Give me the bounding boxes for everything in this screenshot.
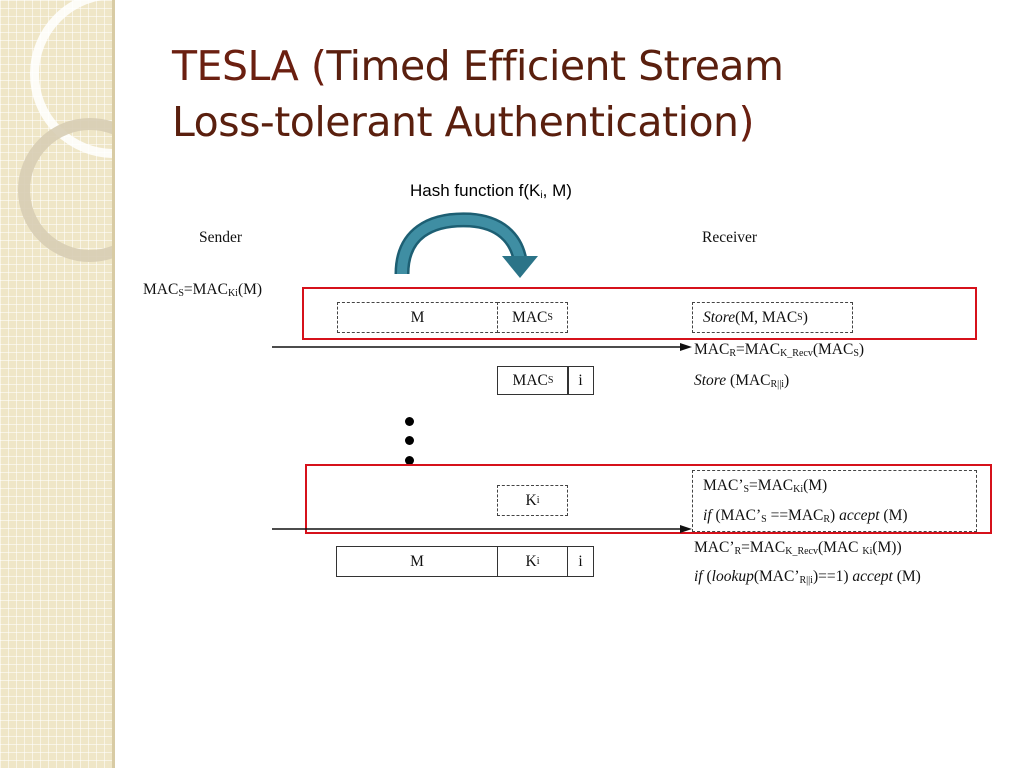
title-part: Loss-tolerant Authentication <box>172 98 739 146</box>
title-part: ) <box>738 98 755 146</box>
slide-title: TESLA (Timed Efficient Stream Loss-toler… <box>172 38 992 150</box>
hash-function-label: Hash function f(Ki, M) <box>410 181 572 201</box>
transmission-arrow <box>272 525 692 533</box>
receiver-verify-box: MAC’S=MACKi(M) if (MAC’S ==MACR) accept … <box>692 470 977 532</box>
receiver-formula: MAC’S=MACKi(M) <box>703 477 828 495</box>
ellipsis-dot <box>405 417 414 426</box>
highlight-box <box>302 287 977 340</box>
highlight-box <box>305 464 992 534</box>
receiver-formula: MACR=MACK_Recv(MACS) <box>694 341 865 359</box>
ellipsis-dot <box>405 436 414 445</box>
sender-label: Sender <box>199 229 243 246</box>
receiver-formula: if (lookup(MAC’R||i)==1) accept (M) <box>694 568 921 586</box>
packet-field-m: M <box>336 546 498 577</box>
receiver-formula: if (MAC’S ==MACR) accept (M) <box>703 507 908 525</box>
title-part: Timed Efficient Stream <box>326 42 784 90</box>
receiver-label: Receiver <box>702 229 758 246</box>
sidebar-divider <box>112 0 115 768</box>
packet-field-index: i <box>567 546 594 577</box>
decorative-ring <box>18 118 112 262</box>
curved-arrow-icon <box>394 212 538 278</box>
packet-field-index: i <box>567 366 594 395</box>
receiver-formula: MAC’R=MACK_Recv(MAC Ki(M)) <box>694 539 902 557</box>
receiver-formula: Store (MACR||i) <box>694 372 790 390</box>
decorative-sidebar <box>0 0 112 768</box>
transmission-arrow <box>272 343 692 351</box>
title-part: TESLA ( <box>172 42 327 90</box>
ellipsis-dot <box>405 456 414 465</box>
sender-formula: MACS=MACKi(M) <box>143 281 263 299</box>
